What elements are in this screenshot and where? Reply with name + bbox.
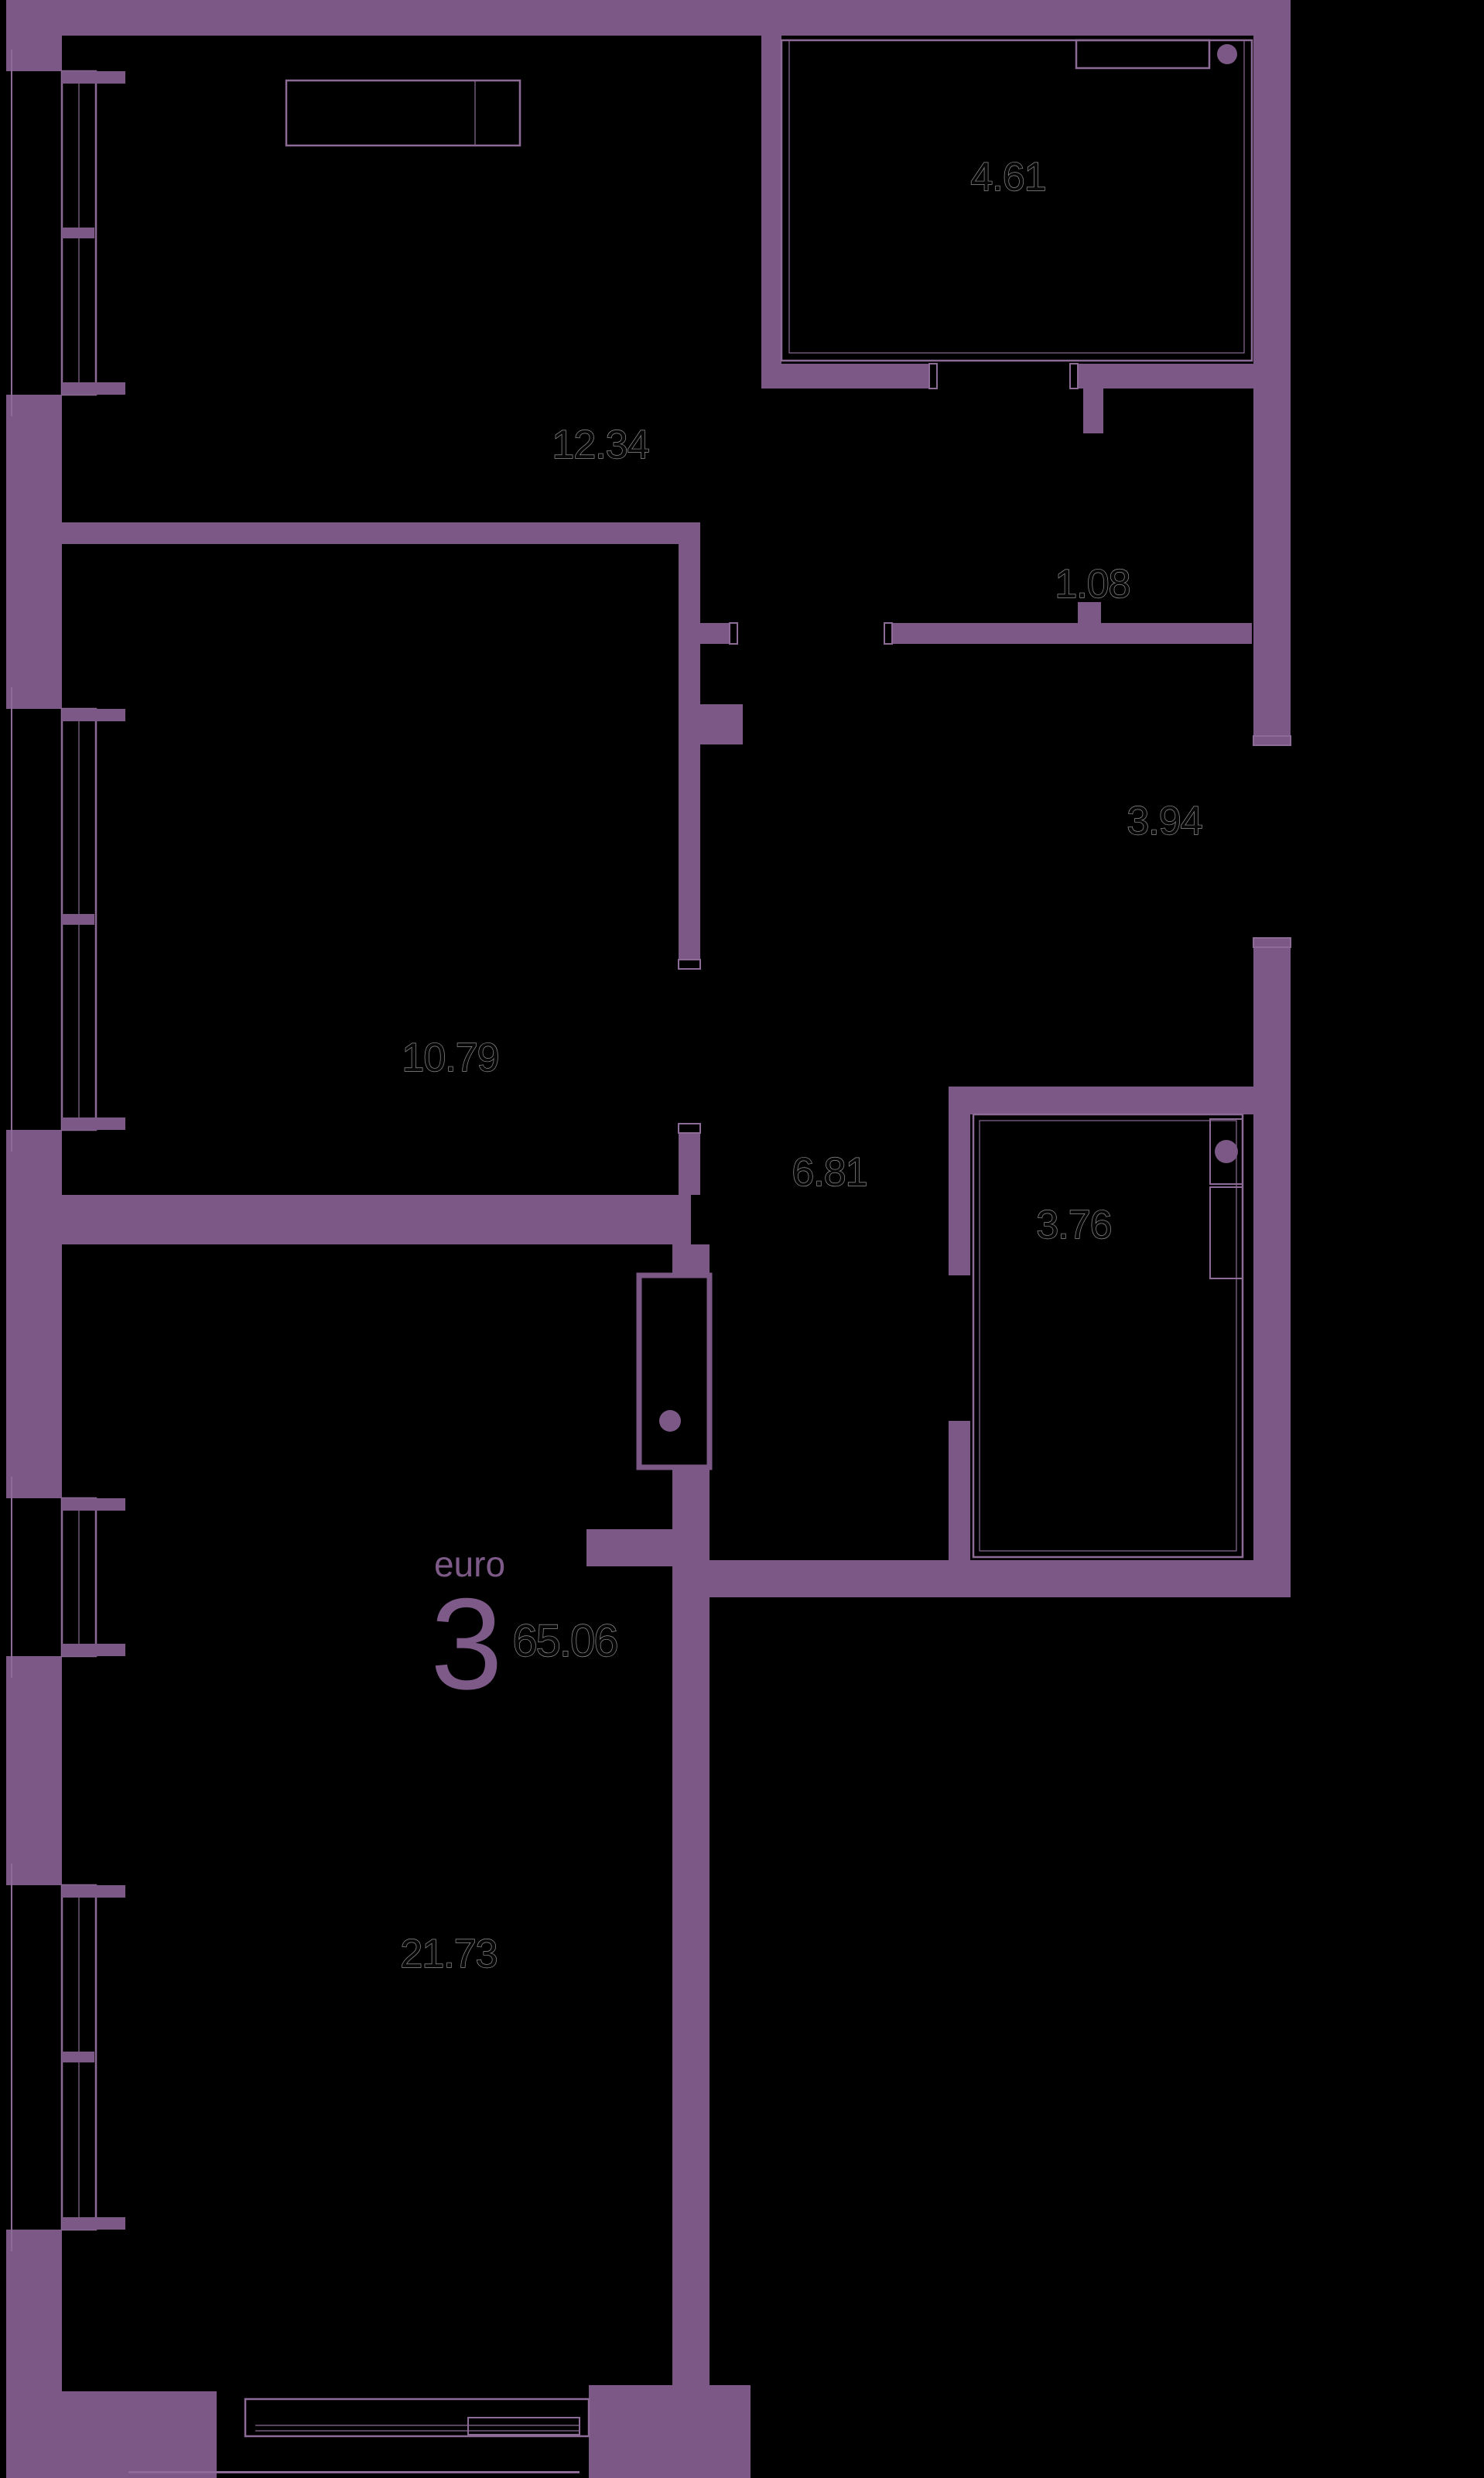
label-bedroom-top-area: 12.34 xyxy=(552,423,648,467)
window-1-cap-top xyxy=(62,71,125,84)
label-bedroom-mid-area: 10.79 xyxy=(402,1035,498,1080)
wall-loggia-bottom-right xyxy=(1078,364,1257,388)
wardrobe-outline xyxy=(285,79,521,147)
wall-loggia-stub xyxy=(1083,388,1103,433)
bathroom-outline xyxy=(972,1113,1244,1559)
window-3 xyxy=(11,1477,125,1678)
wall-left-seg4 xyxy=(6,1656,62,1885)
wall-living-top xyxy=(62,1195,691,1244)
toilet-icon xyxy=(1215,1140,1238,1163)
window-1-sill-line xyxy=(11,50,12,416)
unit-type-label: euro xyxy=(434,1544,505,1584)
window-3-cap-top xyxy=(62,1498,125,1511)
label-corridor-area: 6.81 xyxy=(792,1150,867,1195)
wall-spine-nib xyxy=(700,704,743,744)
wall-niche-band xyxy=(892,623,1252,644)
wall-loggia-left xyxy=(761,36,781,388)
wall-spine-seg3 xyxy=(672,1244,710,1275)
jamb-niche-opening-left xyxy=(729,622,738,645)
wall-right-seg1 xyxy=(1253,0,1291,745)
window-bottom xyxy=(128,2398,590,2473)
jamb-bedroom-mid-door-top xyxy=(678,959,701,970)
jamb-niche-opening-right xyxy=(884,622,893,645)
bathroom-outline-inner xyxy=(979,1120,1237,1552)
wall-bathroom-left-seg2 xyxy=(949,1421,970,1597)
wardrobe xyxy=(285,79,521,147)
loggia-bench xyxy=(1075,39,1211,70)
jamb-bedroom-mid-door-bottom xyxy=(678,1123,701,1134)
loggia-dot-icon xyxy=(1217,44,1237,64)
window-4-cap-bottom xyxy=(62,2217,125,2230)
window-2-cap-top xyxy=(62,709,125,721)
wall-kitchen-stub xyxy=(586,1529,672,1566)
washbasin-box xyxy=(1209,1186,1243,1279)
wall-left-seg1 xyxy=(6,0,62,71)
wall-loggia-bottom-left xyxy=(761,364,929,388)
label-entry-niche-area: 1.08 xyxy=(1055,562,1130,607)
window-bottom-sill-line xyxy=(128,2471,580,2473)
window-2-sill-line xyxy=(11,687,12,1152)
unit-total-area: 65.06 xyxy=(512,1616,617,1666)
bathroom-fixtures xyxy=(972,1113,1244,1559)
window-3-sill-line xyxy=(11,1477,12,1678)
wall-bottom-right-block xyxy=(589,2385,751,2478)
wall-top xyxy=(6,0,1291,36)
window-3-cap-bottom xyxy=(62,1644,125,1656)
wall-bedroom-top-bottom xyxy=(62,522,700,544)
loggia-detail xyxy=(780,39,1253,362)
wall-left-seg2 xyxy=(6,395,62,709)
wall-living-right xyxy=(672,1597,710,2478)
jamb-loggia-door-left xyxy=(928,363,938,389)
label-bathroom-area: 3.76 xyxy=(1036,1203,1111,1248)
label-entry-hall-area: 3.94 xyxy=(1127,799,1202,844)
toilet-box xyxy=(1209,1118,1243,1185)
room-labels: 4.61 12.34 1.08 3.94 10.79 6.81 3.76 21.… xyxy=(400,154,1204,1977)
label-loggia-area: 4.61 xyxy=(970,155,1045,200)
wall-bathroom-top xyxy=(949,1087,1291,1114)
window-2-cap-mid xyxy=(62,914,94,925)
wall-niche-tee xyxy=(1078,602,1101,644)
unit-rooms-count: 3 xyxy=(430,1571,502,1716)
wall-niche-stub-left xyxy=(679,623,730,644)
unit-title-block: euro 3 65.06 xyxy=(430,1544,619,1716)
window-4-cap-mid xyxy=(62,2052,94,2062)
walls xyxy=(6,0,1291,2478)
wall-right-seg2 xyxy=(1253,938,1291,1597)
loggia-inner-rail-2 xyxy=(788,39,1245,354)
living-room-door xyxy=(636,1272,713,1470)
window-2 xyxy=(11,687,125,1152)
window-1-cap-bottom xyxy=(62,382,125,395)
jamb-entry-door-top xyxy=(1253,735,1291,746)
door-jambs xyxy=(678,363,1291,1134)
window-bottom-frame xyxy=(244,2398,590,2438)
wall-left-seg3 xyxy=(6,1130,62,1498)
window-2-cap-bottom xyxy=(62,1117,125,1130)
jamb-loggia-door-right xyxy=(1069,363,1079,389)
wall-spine-seg1 xyxy=(679,544,700,960)
jamb-entry-door-bottom xyxy=(1253,937,1291,948)
label-living-kitchen-area: 21.73 xyxy=(400,1932,497,1977)
window-4-cap-top xyxy=(62,1885,125,1898)
wall-bottom-left-block xyxy=(6,2391,217,2478)
wall-bathroom-left-seg1 xyxy=(949,1114,970,1275)
door-knob-icon xyxy=(659,1410,681,1432)
door-leaf xyxy=(636,1272,713,1470)
window-bottom-subframe xyxy=(467,2417,580,2435)
window-4 xyxy=(11,1864,125,2251)
window-1-cap-mid xyxy=(62,228,94,238)
window-1 xyxy=(11,50,125,416)
wall-spine-seg2 xyxy=(679,1133,700,1195)
wall-hall-bottom-band xyxy=(700,1560,1291,1597)
window-4-sill-line xyxy=(11,1864,12,2251)
